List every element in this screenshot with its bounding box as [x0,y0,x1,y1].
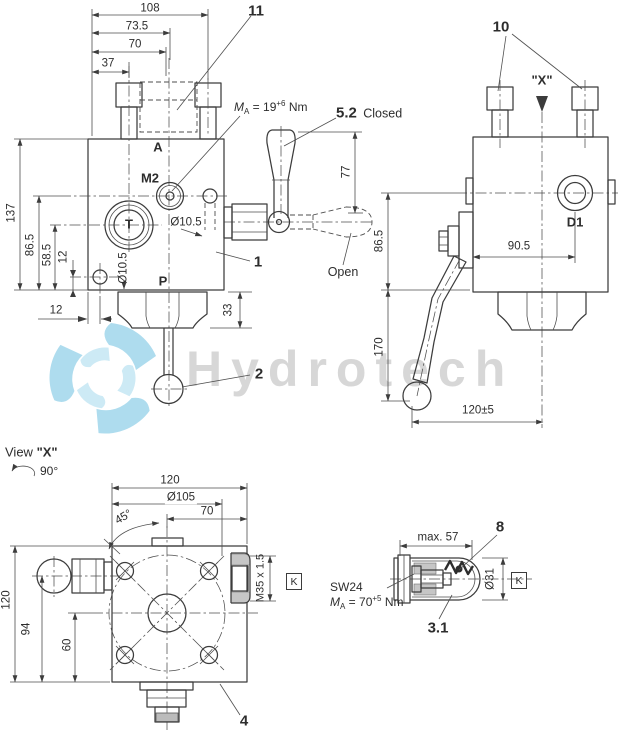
item-2-label: 2 [254,365,264,383]
dim-108: 108 [140,2,160,15]
dia-31: Ø31 [484,568,497,590]
item-4-label: 4 [239,712,249,730]
thread-m35: M35 x 1.5 [254,553,267,603]
dim-33: 33 [222,303,235,317]
dim-77: 77 [340,165,353,179]
port-p-label: P [158,273,168,289]
torque-value-2: = 70 [345,594,373,609]
torque-unit-2: Nm [381,594,404,609]
dim-37: 37 [101,57,115,70]
wrench-size-label: SW24 [330,580,363,594]
dim-12-horizontal: 12 [49,304,63,317]
dim-170: 170 [373,337,386,357]
dim-70-bottom: 70 [200,505,214,518]
port-m2-label: M2 [140,170,160,186]
item-10-label: 10 [492,18,510,36]
torque-symbol-2: M [330,594,340,609]
item-1-label: 1 [253,253,263,271]
torque-subscript: A [244,107,250,117]
view-x-title: View "X" [5,446,58,459]
dim-86-5-right: 86.5 [373,229,386,253]
dim-70: 70 [128,38,142,51]
dim-120-top: 120 [160,474,180,487]
port-d1-label: D1 [566,214,584,230]
watermark-text: Hydrotech [186,341,515,397]
dia-10-5-bottom: Ø10.5 [117,252,130,284]
dim-12-vertical: 12 [57,250,70,264]
torque-value: = 19 [249,99,277,114]
dim-58-5: 58.5 [41,243,54,267]
dim-86-5-front: 86.5 [24,233,37,257]
key-k-detail: K [511,572,527,589]
torque-subscript-2: A [340,602,346,612]
dim-60: 60 [61,638,74,652]
dim-94: 94 [20,622,33,636]
dia-105: Ø105 [164,491,198,504]
dim-120-left: 120 [0,590,13,610]
front-view-linework [14,9,374,406]
closed-position-label: 5.2 Closed [336,105,402,121]
right-view-linework [381,33,618,428]
torque-tolerance-2: +5 [372,593,382,603]
bottom-view-linework [10,463,276,730]
item-3-1-label: 3.1 [427,619,449,637]
detail-view-linework [386,534,532,620]
dim-73-5: 73.5 [125,20,149,33]
rotation-90-label: 90° [40,464,59,478]
port-a-label: A [153,139,163,155]
torque-a-label: MA = 19+6 Nm [234,98,308,117]
key-k-bottom: K [286,573,302,590]
view-x-name: "X" [36,444,58,460]
item-5-2-label: 5.2 [336,104,357,122]
dim-90-5: 90.5 [507,240,531,253]
dim-120-plus-5: 120±5 [462,404,494,417]
open-text: Open [327,264,359,279]
port-t-label: T [125,216,133,232]
torque-tolerance: +6 [276,98,286,108]
dim-max-57: max. 57 [417,531,459,544]
closed-text: Closed [363,106,403,121]
torque-symbol: M [234,99,244,114]
dim-137: 137 [5,203,18,223]
torque-unit: Nm [285,99,308,114]
item-8-label: 8 [495,518,505,536]
view-x-arrow-label: "X" [531,72,553,88]
torque-detail-label: MA = 70+5 Nm [330,593,404,612]
view-word: View [5,444,33,460]
dia-10-5-side: Ø10.5 [170,216,202,229]
item-11-label: 11 [248,2,264,20]
